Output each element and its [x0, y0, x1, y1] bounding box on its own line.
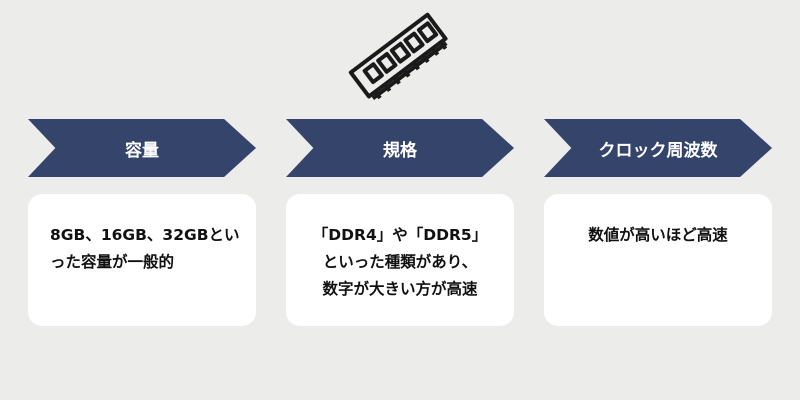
banner-label-standard: 規格 — [383, 140, 417, 161]
ram-icon — [348, 12, 448, 101]
card-clock-frequency: 数値が高いほど高速 — [544, 194, 772, 326]
chevron-banner-capacity: 容量 — [28, 119, 256, 177]
chevron-banner-standard: 規格 — [286, 119, 514, 177]
card-text-clock-frequency: 数値が高いほど高速 — [588, 226, 728, 244]
card-text-standard: 「DDR4」や「DDR5」 といった種類があり、 数字が大きい方が高速 — [312, 226, 488, 298]
banner-label-capacity: 容量 — [125, 140, 159, 161]
card-text-capacity: 8GB、16GB、32GBとい った容量が一般的 — [50, 226, 240, 271]
chevron-banner-clock-frequency: クロック周波数 — [544, 119, 772, 177]
card-standard: 「DDR4」や「DDR5」 といった種類があり、 数字が大きい方が高速 — [286, 194, 514, 326]
banner-label-clock-frequency: クロック周波数 — [598, 140, 718, 161]
card-capacity: 8GB、16GB、32GBとい った容量が一般的 — [28, 194, 256, 326]
